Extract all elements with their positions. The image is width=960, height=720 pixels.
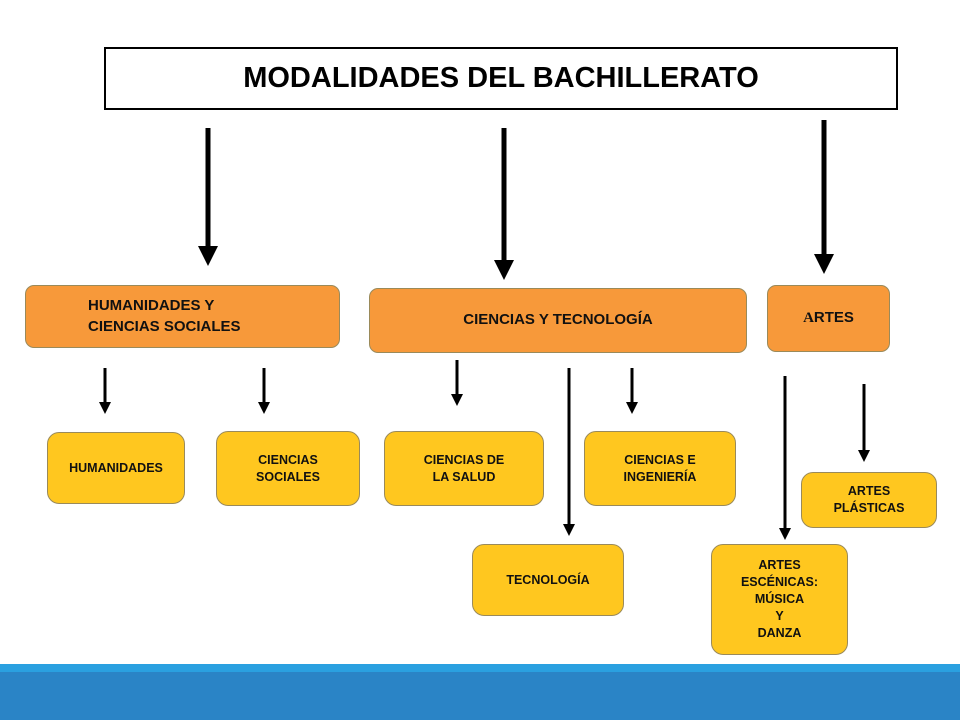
branch-ciencias-ingenieria: CIENCIAS E INGENIERÍA bbox=[584, 431, 736, 506]
branch-tecnologia: TECNOLOGÍA bbox=[472, 544, 624, 616]
modality-artes: ARTES bbox=[767, 285, 890, 352]
modality-label-initial: A bbox=[803, 310, 814, 327]
branch-artes-plasticas: ARTES PLÁSTICAS bbox=[801, 472, 937, 528]
branch-ciencias-salud: CIENCIAS DE LA SALUD bbox=[384, 431, 544, 506]
footer-accent-line bbox=[0, 664, 960, 672]
diagram-title: MODALIDADES DEL BACHILLERATO bbox=[104, 47, 898, 110]
modality-label: HUMANIDADES Y CIENCIAS SOCIALES bbox=[88, 297, 241, 335]
modality-label-rest: RTES bbox=[813, 309, 854, 327]
branch-ciencias-sociales: CIENCIAS SOCIALES bbox=[216, 431, 360, 506]
modality-label: ARTES bbox=[803, 308, 854, 328]
branch-artes-escenicas: ARTES ESCÉNICAS: MÚSICA Y DANZA bbox=[711, 544, 848, 655]
modality-humanidades-ciencias-sociales: HUMANIDADES Y CIENCIAS SOCIALES bbox=[25, 285, 340, 348]
branch-humanidades: HUMANIDADES bbox=[47, 432, 185, 504]
modality-label: CIENCIAS Y TECNOLOGÍA bbox=[463, 311, 653, 329]
modality-ciencias-tecnologia: CIENCIAS Y TECNOLOGÍA bbox=[369, 288, 747, 353]
footer-bar bbox=[0, 664, 960, 720]
